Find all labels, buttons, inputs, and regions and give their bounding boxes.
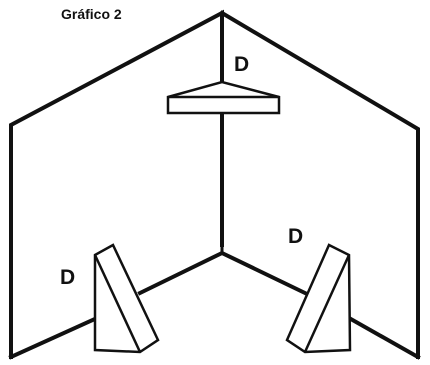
right-floor-edge-back (219, 250, 308, 296)
figure-caption: Gráfico 2 (61, 6, 122, 22)
right-prism-diagonal (303, 254, 351, 353)
left-floor-edge-back (137, 250, 225, 296)
right-floor-edge-front (346, 315, 421, 360)
right-prism-body (285, 243, 352, 354)
left-prism-body (93, 243, 160, 354)
device-label-right: D (288, 225, 304, 248)
left-floor-edge-front (8, 315, 100, 360)
device-label-left: D (60, 266, 76, 289)
right-wall-outline (219, 10, 420, 359)
device-label-top: D (234, 53, 250, 76)
left-prism-diagonal (93, 254, 142, 353)
